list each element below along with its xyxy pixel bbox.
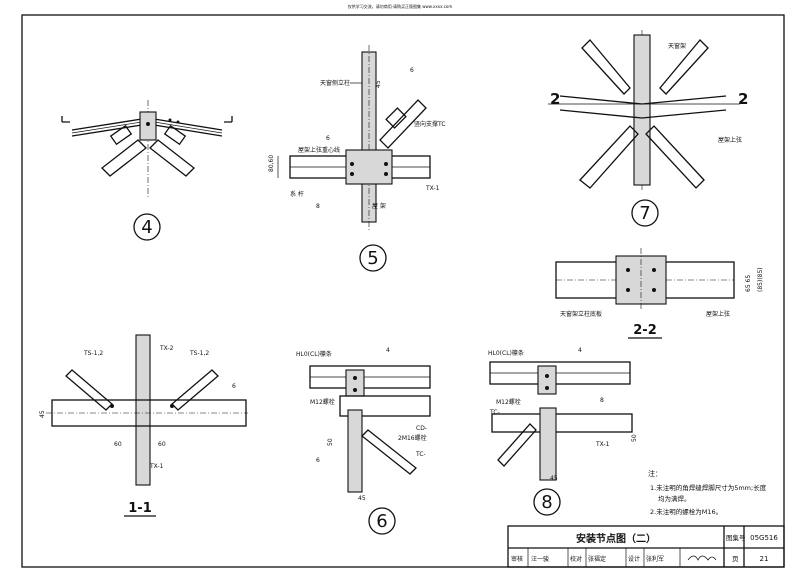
detail-6: HL0(CL)檩条 M12螺栓 2M16螺栓 CD- TC- 50 45 4 6… (296, 347, 431, 535)
watermark-text: 仅供学习交流，请勿商用·请购买正版图集 www.xxxx.com (348, 3, 453, 9)
svg-text:50: 50 (327, 438, 334, 446)
sign-role-1: 审核 (511, 555, 523, 563)
sign-name-1: 汪一骏 (531, 555, 549, 563)
detail-5-title: 5 (367, 248, 378, 269)
detail-5: 80,60 45 天窗侧立柱 屋架上弦重心线 系 杆 屋 架 竖向支撑TC TX… (268, 45, 446, 272)
svg-text:4: 4 (578, 347, 582, 354)
svg-text:TX-1: TX-1 (149, 463, 164, 470)
svg-text:TS-1,2: TS-1,2 (189, 350, 209, 357)
svg-text:45: 45 (375, 80, 382, 88)
signature (687, 555, 717, 561)
note-line-3: 2.未注明的螺栓为M16。 (650, 507, 722, 516)
svg-text:6: 6 (232, 383, 236, 390)
svg-text:8: 8 (600, 397, 604, 404)
svg-text:60: 60 (158, 441, 166, 448)
note-line-2: 均为满焊。 (658, 494, 691, 503)
section-1-1-title: 1-1 (128, 501, 152, 516)
detail-7: 2 2 天窗架 屋架上弦 7 (548, 30, 748, 227)
label-xigan: 系 杆 (290, 190, 304, 198)
label-shangxian: 屋架上弦重心线 (298, 146, 340, 154)
sheet-title: 安装节点图（二） (576, 532, 656, 545)
section-2-2-title: 2-2 (633, 323, 657, 338)
page-number: 21 (760, 555, 769, 563)
label-wujia-shangxian-7: 屋架上弦 (718, 136, 742, 144)
detail-7-title: 7 (639, 203, 650, 224)
detail-8: HL0(CL)檩条 M12螺栓 TC- TX-1 50 45 4 8 8 (488, 347, 638, 516)
sign-role-2: 校对 (570, 555, 582, 563)
label-zongxiang-zhicheng: 竖向支撑TC (414, 120, 446, 128)
svg-text:50: 50 (631, 434, 638, 442)
svg-text:45: 45 (358, 495, 366, 502)
svg-text:TX-2: TX-2 (159, 345, 174, 352)
svg-text:TC-: TC- (415, 451, 426, 458)
svg-text:2M16螺栓: 2M16螺栓 (398, 434, 427, 442)
detail-4-title: 4 (141, 217, 152, 238)
atlas-number: 05G516 (750, 534, 778, 542)
svg-text:45: 45 (550, 475, 558, 482)
svg-text:TC-: TC- (489, 409, 500, 416)
svg-text:M12螺栓: M12螺栓 (310, 398, 335, 406)
svg-text:80,60: 80,60 (268, 155, 275, 172)
sec-mark-right: 2 (738, 90, 748, 108)
page-label: 页 (732, 555, 739, 563)
label-tianchuangjia: 天窗架 (668, 42, 686, 50)
notes-heading: 注： (648, 469, 662, 478)
svg-text:HL0(CL)檩条: HL0(CL)檩条 (296, 350, 332, 358)
label-wujia-shangxian-22: 屋架上弦 (706, 310, 730, 318)
svg-text:8: 8 (316, 203, 320, 210)
svg-text:TX-1: TX-1 (595, 441, 610, 448)
sign-name-3: 张利军 (646, 555, 664, 563)
section-1-1: TS-1,2 TS-1,2 TX-2 TX-1 60 60 45 6 1-1 (39, 334, 248, 517)
sec-mark-left: 2 (550, 90, 560, 108)
svg-text:6: 6 (316, 457, 320, 464)
label-dizuoban: 天窗架立柱底板 (560, 310, 602, 318)
svg-text:6: 6 (326, 135, 330, 142)
label-tianchuang-celizhu: 天窗侧立柱 (320, 79, 350, 87)
svg-text:45: 45 (39, 410, 46, 418)
title-block: 安装节点图（二） 图集号 05G516 页 21 审核 汪一骏 校对 张福定 设… (507, 525, 785, 568)
sign-name-2: 张福定 (588, 555, 606, 563)
atlas-label: 图集号 (726, 533, 746, 542)
detail-6-title: 6 (376, 511, 387, 532)
sheet-border (21, 14, 785, 568)
sign-role-3: 设计 (628, 555, 640, 563)
svg-text:4: 4 (386, 347, 390, 354)
detail-8-title: 8 (541, 492, 552, 513)
svg-text:65 65: 65 65 (745, 275, 752, 292)
svg-text:M12螺栓: M12螺栓 (496, 398, 521, 406)
svg-text:(85)(85): (85)(85) (757, 267, 764, 292)
svg-text:6: 6 (410, 67, 414, 74)
label-tx1-5: TX-1 (425, 185, 440, 192)
svg-text:CD-: CD- (416, 425, 427, 432)
svg-text:HL0(CL)檩条: HL0(CL)檩条 (488, 349, 524, 357)
label-wujia-5: 屋 架 (372, 202, 386, 210)
svg-text:60: 60 (114, 441, 122, 448)
note-line-1: 1.未注明的角焊缝焊脚尺寸为5mm;长度 (650, 483, 767, 492)
detail-4: 4 (61, 100, 233, 241)
svg-text:TS-1,2: TS-1,2 (83, 350, 103, 357)
notes: 注： 1.未注明的角焊缝焊脚尺寸为5mm;长度 均为满焊。 2.未注明的螺栓为M… (648, 469, 767, 516)
section-2-2: 65 65 (85)(85) 天窗架立柱底板 屋架上弦 2-2 (555, 248, 764, 339)
